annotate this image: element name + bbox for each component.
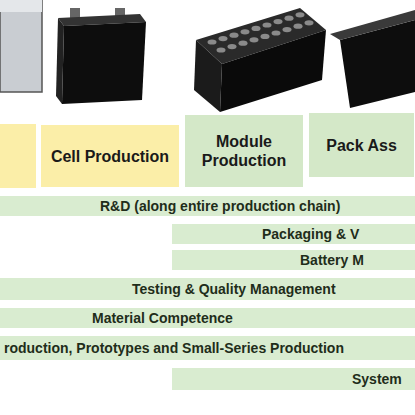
header-box-cut (0, 124, 36, 188)
competence-band: System (172, 366, 415, 392)
competence-band: R&D (along entire production chain) (0, 194, 415, 218)
cell-top (230, 33, 239, 38)
cell-body (62, 22, 146, 104)
cell-top (228, 44, 237, 49)
competence-band: Battery M (172, 248, 415, 272)
cell-top (219, 36, 228, 41)
cell-top (261, 34, 270, 39)
cell-top (283, 27, 292, 32)
band-label: R&D (along entire production chain) (100, 198, 340, 215)
cell-top (263, 22, 272, 27)
cell-top (250, 37, 259, 42)
competence-band: Packaging & V (172, 222, 415, 246)
competence-band: roduction, Prototypes and Small-Series P… (0, 334, 415, 362)
band-label: Material Competence (92, 310, 233, 327)
cell-top (285, 16, 294, 21)
module-front (220, 30, 326, 112)
stage-label: Pack Ass (326, 136, 397, 155)
stage-label: Cell Production (51, 147, 169, 166)
module-side (194, 40, 222, 112)
cell-side (56, 18, 64, 104)
cell-top (239, 41, 248, 46)
band-label: roduction, Prototypes and Small-Series P… (4, 340, 344, 357)
cell-top (208, 39, 217, 44)
cell-top (305, 20, 314, 25)
cell-top (241, 29, 250, 34)
competence-band: Material Competence (0, 306, 415, 330)
blank (0, 220, 170, 272)
stage-box: Cell Production (40, 124, 180, 188)
cell-top (274, 19, 283, 24)
band-label: System (352, 371, 402, 388)
cell-top (296, 12, 305, 17)
pack-top (330, 10, 415, 40)
stage-label: Module Production (191, 132, 297, 170)
cell-top (294, 24, 303, 29)
band-label: Testing & Quality Management (132, 281, 336, 298)
band-label: Packaging & V (262, 226, 359, 243)
cell-top (252, 26, 261, 31)
cell-icon-left-top (0, 0, 42, 12)
band-label: Battery M (300, 252, 364, 269)
cell-top (272, 30, 281, 35)
competence-band: Testing & Quality Management (0, 276, 415, 302)
terminal (70, 8, 80, 18)
stage-box: Pack Ass (308, 112, 415, 178)
stage-box: Module Production (184, 114, 304, 188)
cell-icon-left (0, 0, 42, 92)
cell-top (217, 47, 226, 52)
